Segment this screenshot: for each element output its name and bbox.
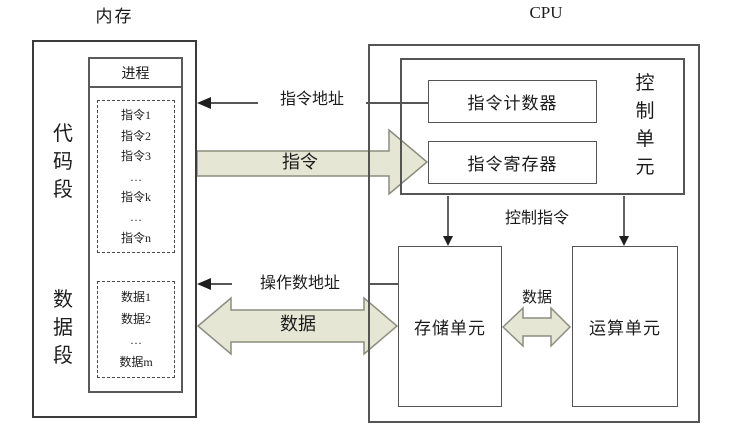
data-item: 数据m	[119, 354, 153, 369]
data-item: 数据2	[120, 311, 151, 326]
control-unit-label: 控制单元	[635, 73, 655, 178]
data-list-box: 数据1 数据2 … 数据m	[97, 281, 175, 378]
instruction-list-box: 指令1 指令2 指令3 … 指令k … 指令n	[97, 100, 175, 253]
internal-data-arrow	[501, 306, 572, 348]
data-item: 数据1	[120, 290, 151, 305]
instruction-block-arrow	[196, 128, 429, 196]
code-segment-label: 代码段	[53, 123, 73, 201]
instruction-address-label: 指令地址	[258, 89, 366, 111]
alu-label: 运算单元	[589, 319, 661, 338]
memory-box	[32, 40, 197, 418]
cpu-box	[368, 44, 700, 423]
instruction-item: 指令n	[120, 230, 151, 245]
memory-title: 内存	[95, 7, 134, 26]
data-block-arrow	[196, 296, 399, 356]
instruction-item: 指令3	[120, 149, 151, 164]
data-segment-label: 数据段	[53, 289, 73, 367]
process-label: 进程	[121, 66, 150, 82]
ellipsis-item: …	[130, 169, 142, 184]
instruction-label: 指令	[282, 152, 318, 172]
instruction-register-box: 指令寄存器	[428, 141, 597, 184]
instruction-item: 指令1	[120, 108, 151, 123]
internal-data-label: 数据	[521, 290, 552, 306]
operand-address-label: 操作数地址	[232, 273, 368, 295]
control-instruction-label: 控制指令	[504, 210, 569, 227]
instruction-item: 指令2	[120, 128, 151, 143]
ellipsis-item: …	[130, 333, 142, 348]
control-arrow-alu	[619, 196, 629, 246]
instruction-item: 指令k	[120, 189, 151, 204]
process-header: 进程	[88, 57, 183, 88]
control-arrow-storage	[443, 196, 453, 246]
data-label: 数据	[280, 314, 316, 334]
storage-unit-box: 存储单元	[398, 246, 502, 407]
alu-box: 运算单元	[572, 246, 678, 407]
control-unit-box	[400, 58, 685, 195]
instruction-register-label: 指令寄存器	[467, 155, 558, 174]
storage-unit-label: 存储单元	[414, 319, 486, 338]
cpu-title: CPU	[529, 3, 563, 22]
instruction-counter-box: 指令计数器	[428, 80, 597, 123]
instruction-counter-label: 指令计数器	[467, 94, 558, 113]
ellipsis-item: …	[130, 210, 142, 225]
